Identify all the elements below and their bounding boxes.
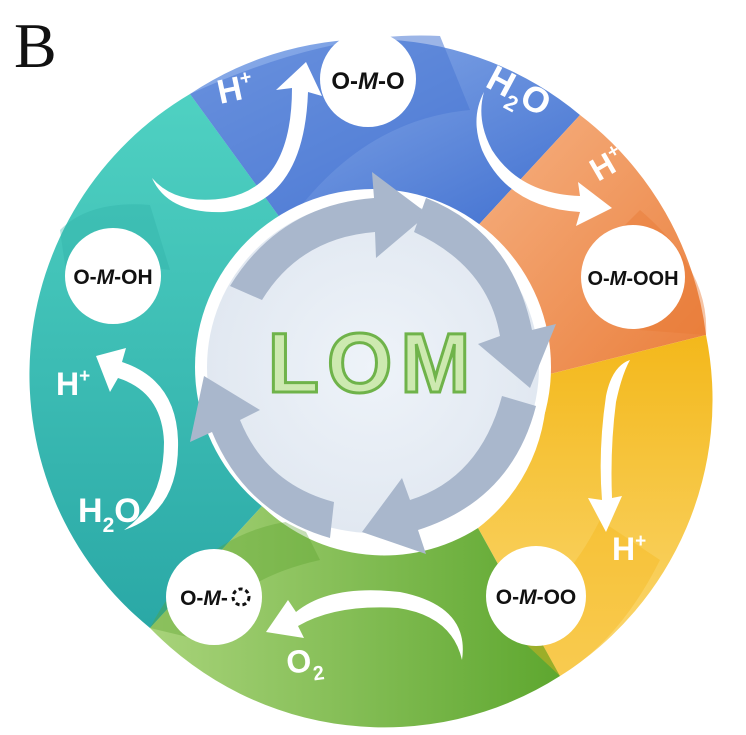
center-cycle-arrows bbox=[190, 172, 556, 554]
segment-green bbox=[150, 506, 560, 728]
arrow-orange-icon bbox=[476, 92, 612, 226]
arrow-green-icon bbox=[266, 590, 463, 660]
center-arrow-right bbox=[414, 198, 556, 388]
node-omoo-label: O-M-OO bbox=[496, 586, 577, 609]
arrow-teal-icon bbox=[96, 348, 179, 530]
node-omoh-label: O-M-OH bbox=[73, 266, 152, 289]
center-label: LOM bbox=[268, 316, 479, 410]
label-proton-blue: H+ bbox=[214, 66, 258, 112]
reaction-arrows bbox=[96, 62, 630, 660]
center-arrow-top bbox=[230, 172, 428, 300]
oxygen-vacancy-icon bbox=[231, 587, 251, 607]
node-omooh-label: O-M-OOH bbox=[587, 268, 678, 290]
arrow-blue-icon bbox=[152, 62, 322, 213]
arrow-yellow-icon bbox=[588, 360, 630, 532]
segment-teal bbox=[29, 94, 286, 628]
node-omoh: O-M-OH bbox=[65, 228, 161, 324]
label-proton-teal: H+ bbox=[56, 366, 90, 402]
center-disc bbox=[207, 201, 539, 533]
node-omooh: O-M-OOH bbox=[581, 225, 685, 329]
label-proton-orange: H+ bbox=[584, 140, 632, 188]
node-omo-label: O-M-O bbox=[331, 68, 404, 95]
label-water-teal: H2O bbox=[78, 492, 141, 537]
node-omvac: O-M- bbox=[166, 549, 262, 645]
node-omoo: O-M-OO bbox=[486, 546, 586, 646]
node-omo: O-M-O bbox=[320, 31, 416, 127]
center-arrow-bottom-right bbox=[362, 396, 536, 554]
center-arrow-bottom-left bbox=[190, 376, 334, 538]
node-omvac-label: O-M- bbox=[180, 587, 228, 610]
label-oxygen-green: O2 bbox=[284, 640, 326, 689]
label-proton-yellow: H+ bbox=[612, 531, 646, 567]
panel-letter: B bbox=[14, 10, 57, 81]
